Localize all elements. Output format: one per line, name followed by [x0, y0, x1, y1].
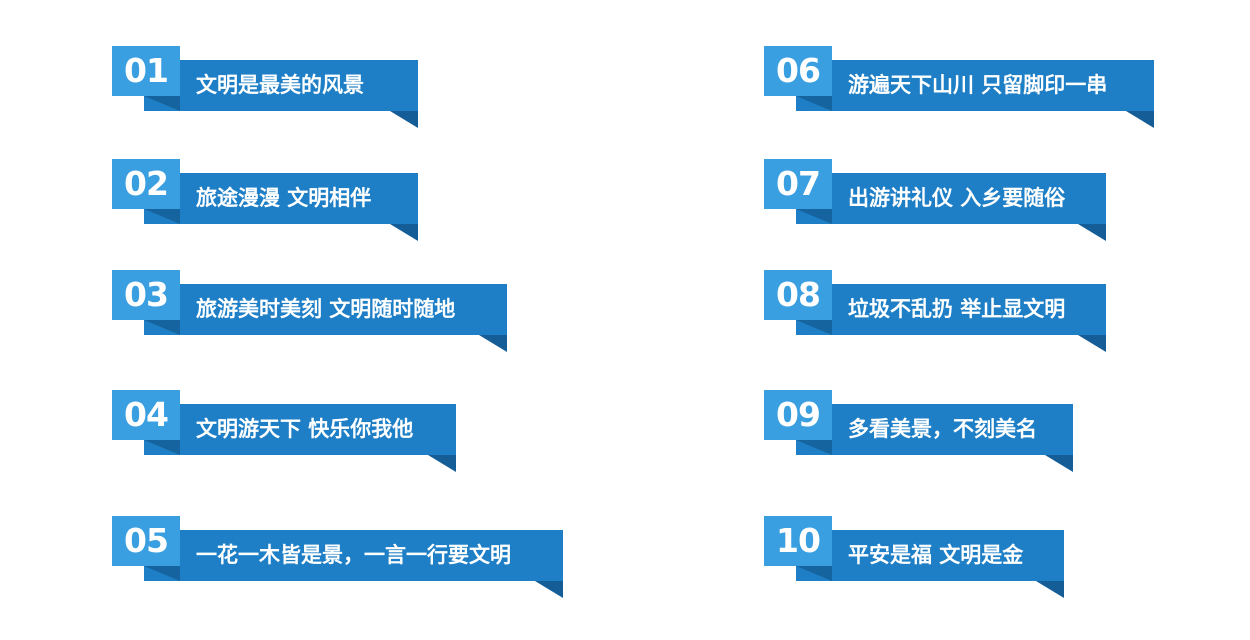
- ribbon-tail: [1036, 581, 1064, 598]
- slogan-banner-06: 06 游遍天下山川 只留脚印一串: [764, 46, 1154, 128]
- ribbon-fold: [144, 440, 180, 455]
- slogan-banner-03: 03 旅游美时美刻 文明随时随地: [112, 270, 507, 352]
- slogan-number: 09: [764, 390, 832, 440]
- slogan-number: 07: [764, 159, 832, 209]
- ribbon-fold: [796, 566, 832, 581]
- slogan-banner-02: 02 旅途漫漫 文明相伴: [112, 159, 418, 241]
- slogan-number: 10: [764, 516, 832, 566]
- ribbon-tail: [1045, 455, 1073, 472]
- ribbon-tail: [390, 224, 418, 241]
- slogan-banner-01: 01 文明是最美的风景: [112, 46, 418, 128]
- slogan-banner-10: 10 平安是福 文明是金: [764, 516, 1064, 598]
- slogan-text: 文明是最美的风景: [144, 60, 418, 111]
- slogan-text: 游遍天下山川 只留脚印一串: [796, 60, 1154, 111]
- ribbon-fold: [144, 96, 180, 111]
- slogan-text: 旅游美时美刻 文明随时随地: [144, 284, 507, 335]
- slogan-number: 08: [764, 270, 832, 320]
- ribbon-fold: [796, 96, 832, 111]
- ribbon-fold: [796, 320, 832, 335]
- ribbon-tail: [479, 335, 507, 352]
- ribbon-fold: [144, 209, 180, 224]
- slogan-banner-08: 08 垃圾不乱扔 举止显文明: [764, 270, 1106, 352]
- slogan-number: 06: [764, 46, 832, 96]
- ribbon-tail: [390, 111, 418, 128]
- slogan-number: 03: [112, 270, 180, 320]
- slogan-number: 04: [112, 390, 180, 440]
- ribbon-tail: [535, 581, 563, 598]
- slogan-number: 02: [112, 159, 180, 209]
- ribbon-fold: [144, 320, 180, 335]
- slogan-number: 01: [112, 46, 180, 96]
- slogan-text: 多看美景，不刻美名: [796, 404, 1073, 455]
- slogan-banner-05: 05 一花一木皆是景，一言一行要文明: [112, 516, 563, 598]
- slogan-text: 旅途漫漫 文明相伴: [144, 173, 418, 224]
- slogan-text: 一花一木皆是景，一言一行要文明: [144, 530, 563, 581]
- slogan-banner-09: 09 多看美景，不刻美名: [764, 390, 1073, 472]
- slogan-number: 05: [112, 516, 180, 566]
- slogan-text: 文明游天下 快乐你我他: [144, 404, 456, 455]
- ribbon-fold: [796, 209, 832, 224]
- ribbon-tail: [428, 455, 456, 472]
- slogan-banner-07: 07 出游讲礼仪 入乡要随俗: [764, 159, 1106, 241]
- slogan-text: 垃圾不乱扔 举止显文明: [796, 284, 1106, 335]
- ribbon-fold: [796, 440, 832, 455]
- slogan-banner-04: 04 文明游天下 快乐你我他: [112, 390, 456, 472]
- slogan-text: 平安是福 文明是金: [796, 530, 1064, 581]
- slogan-text: 出游讲礼仪 入乡要随俗: [796, 173, 1106, 224]
- ribbon-fold: [144, 566, 180, 581]
- ribbon-tail: [1078, 335, 1106, 352]
- ribbon-tail: [1126, 111, 1154, 128]
- ribbon-tail: [1078, 224, 1106, 241]
